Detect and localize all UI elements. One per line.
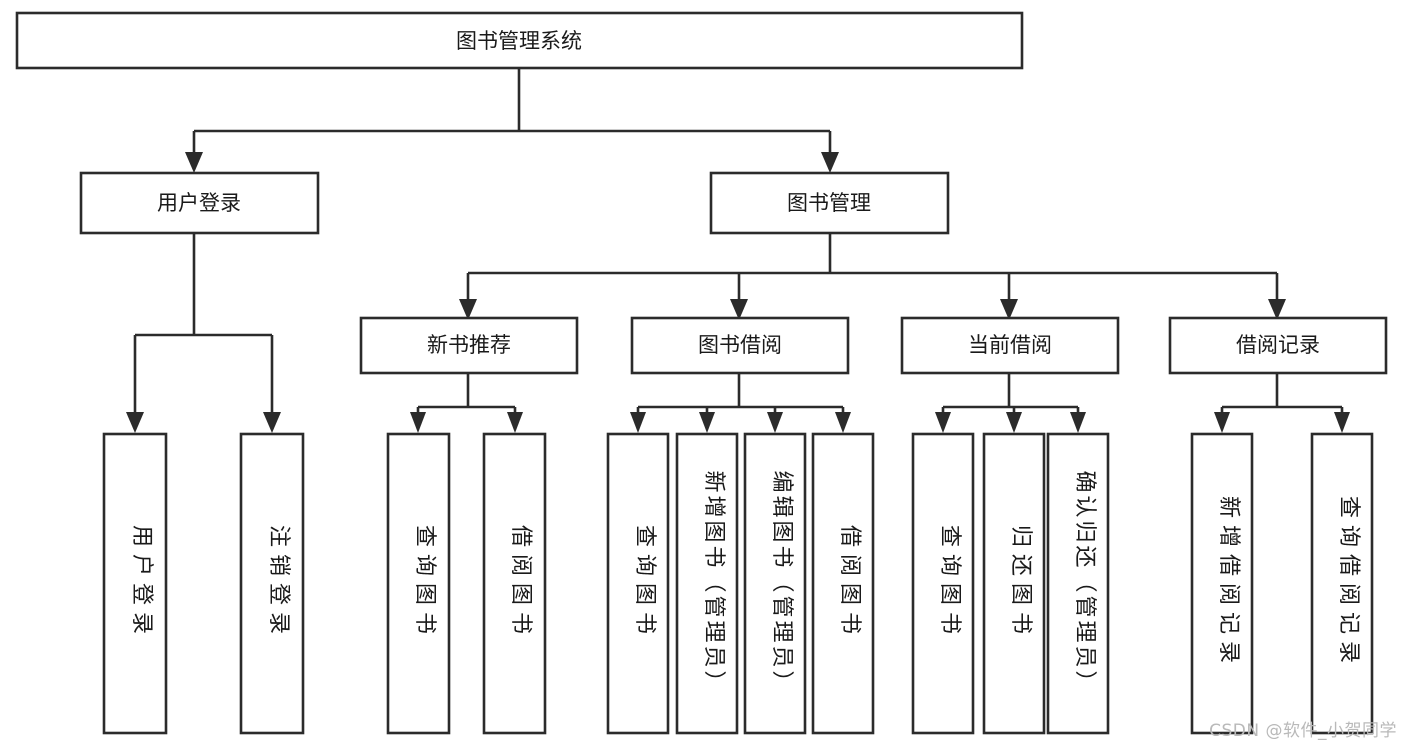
leaf-label-record-query: 查询借阅记录 — [1336, 496, 1361, 670]
node-new-book-recommend-box[interactable] — [359, 316, 579, 375]
leaf-label-current-confirm: 确认归还（管理员） — [1072, 470, 1097, 695]
leaf-layer — [102, 432, 1374, 735]
node-borrow-record-box[interactable] — [1168, 316, 1388, 375]
leaf-label-user-login: 用户登录 — [129, 525, 154, 641]
arrow-head-bookborrow-leaf3 — [767, 412, 783, 433]
leaf-box-record-query[interactable] — [1310, 432, 1374, 735]
node-root[interactable]: 图书管理系统 — [15, 11, 1024, 70]
leaf-box-user-logout[interactable] — [239, 432, 305, 735]
arrow-head-bookborrow-leaf4 — [835, 412, 851, 433]
arrow-head-newbook-leaf1 — [410, 412, 426, 433]
node-user-login-label: 用户登录 — [157, 191, 241, 215]
node-root-box[interactable] — [15, 11, 1024, 70]
leaf-label-newbook-query: 查询图书 — [412, 525, 437, 641]
leaf-box-current-query[interactable] — [911, 432, 975, 735]
leaf-label-user-logout: 注销登录 — [266, 525, 291, 641]
arrow-head-userlogin — [185, 152, 203, 173]
leaf-label-borrow-query: 查询图书 — [632, 525, 657, 641]
leaf-label-borrow-add: 新增图书（管理员） — [701, 470, 726, 695]
arrow-head-currentborrow-leaf2 — [1006, 412, 1022, 433]
node-user-login[interactable]: 用户登录 — [79, 171, 320, 235]
leaf-box-newbook-query[interactable] — [386, 432, 451, 735]
node-user-login-box[interactable] — [79, 171, 320, 235]
arrow-head-bookmgmt — [821, 152, 839, 173]
node-root-label: 图书管理系统 — [456, 29, 582, 53]
node-borrow-record-label: 借阅记录 — [1236, 333, 1320, 357]
arrow-head-bookborrow-leaf1 — [630, 412, 646, 433]
leaf-box-borrow-query[interactable] — [606, 432, 670, 735]
leaf-box-current-confirm[interactable] — [1046, 432, 1110, 735]
arrow-head-borrowrecord-leaf2 — [1334, 412, 1350, 433]
leaf-label-layer: 用户登录 注销登录 查询图书 借阅图书 查询图书 新增图书（管理员） 编辑图书（… — [129, 470, 1361, 695]
node-book-borrow[interactable]: 图书借阅 — [630, 316, 850, 375]
node-book-management-label: 图书管理 — [787, 191, 871, 215]
arrow-head-currentborrow-leaf3 — [1070, 412, 1086, 433]
arrow-head-book-borrow — [730, 299, 748, 320]
node-new-book-recommend-label: 新书推荐 — [427, 333, 511, 357]
node-book-management[interactable]: 图书管理 — [709, 171, 950, 235]
arrow-head-bookborrow-leaf2 — [699, 412, 715, 433]
node-book-borrow-box[interactable] — [630, 316, 850, 375]
arrow-head-leaf-user-logout — [263, 412, 281, 433]
node-book-borrow-label: 图书借阅 — [698, 333, 782, 357]
arrow-head-leaf-user-login — [126, 412, 144, 433]
arrow-head-current-borrow — [1000, 299, 1018, 320]
leaf-box-borrow-edit[interactable] — [743, 432, 807, 735]
node-new-book-recommend[interactable]: 新书推荐 — [359, 316, 579, 375]
arrow-head-new-book — [459, 299, 477, 320]
leaf-label-record-add: 新增借阅记录 — [1216, 496, 1241, 670]
leaf-label-newbook-borrow: 借阅图书 — [508, 525, 533, 641]
node-current-borrow[interactable]: 当前借阅 — [900, 316, 1120, 375]
connector-layer — [126, 68, 1350, 433]
leaf-label-current-return: 归还图书 — [1008, 525, 1033, 641]
leaf-box-borrow-add[interactable] — [675, 432, 739, 735]
leaf-box-borrow-lend[interactable] — [811, 432, 875, 735]
leaf-label-current-query: 查询图书 — [937, 525, 962, 641]
arrow-head-newbook-leaf2 — [507, 412, 523, 433]
arrow-head-borrowrecord-leaf1 — [1214, 412, 1230, 433]
leaf-box-record-add[interactable] — [1190, 432, 1254, 735]
leaf-label-borrow-edit: 编辑图书（管理员） — [769, 470, 794, 695]
leaf-label-borrow-lend: 借阅图书 — [837, 525, 862, 641]
arrow-head-currentborrow-leaf1 — [935, 412, 951, 433]
node-current-borrow-box[interactable] — [900, 316, 1120, 375]
node-borrow-record[interactable]: 借阅记录 — [1168, 316, 1388, 375]
node-current-borrow-label: 当前借阅 — [968, 333, 1052, 357]
leaf-box-current-return[interactable] — [982, 432, 1046, 735]
leaf-box-user-login[interactable] — [102, 432, 168, 735]
node-book-management-box[interactable] — [709, 171, 950, 235]
leaf-box-newbook-borrow[interactable] — [482, 432, 547, 735]
arrow-head-borrow-record — [1268, 299, 1286, 320]
